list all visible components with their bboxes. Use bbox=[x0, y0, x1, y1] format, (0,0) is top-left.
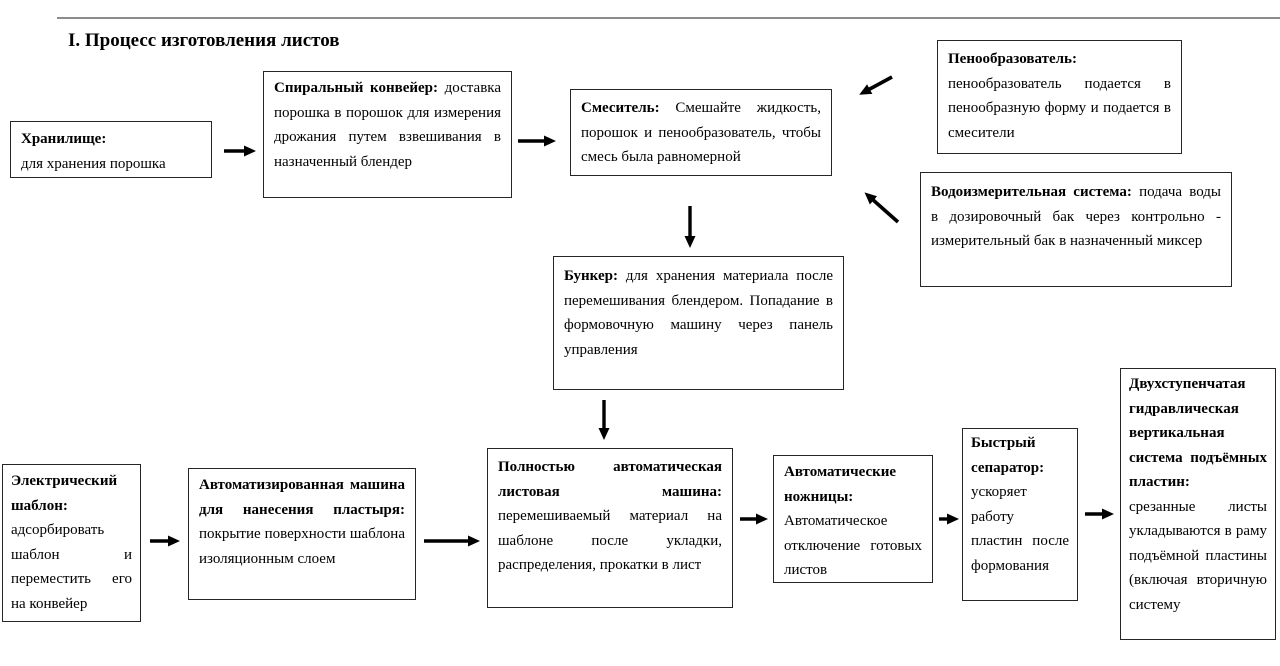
flowchart-box-hydraulic-system: Двухступенчатая гидравлическая вертикаль… bbox=[1120, 368, 1276, 640]
flowchart-box-hopper: Бункер: для хранения материала после пер… bbox=[553, 256, 844, 390]
box-body: ускоряет работу пластин после формования bbox=[971, 484, 1069, 574]
box-body: покрытие поверхности шаблона изоляционны… bbox=[199, 526, 405, 567]
box-body: подача воды в дозировочный бак через кон… bbox=[931, 184, 1221, 249]
top-divider-line bbox=[57, 17, 1280, 19]
flowchart-box-foaming-agent: Пенообразователь: пенообразователь подае… bbox=[937, 40, 1182, 154]
box-title: Двухступенчатая гидравлическая вертикаль… bbox=[1129, 376, 1267, 490]
box-title: Автоматические ножницы: bbox=[784, 464, 897, 505]
box-body: перемешиваемый материал на шаблоне после… bbox=[498, 508, 722, 573]
box-title: Полностью автоматическая листовая машина… bbox=[498, 459, 722, 500]
box-title: Спиральный конвейер: bbox=[274, 80, 439, 96]
box-body: доставка порошка в порошок для измерения… bbox=[274, 80, 502, 170]
box-title: Пенообразователь: bbox=[948, 51, 1077, 67]
box-body: адсорбировать шаблон и переместить его н… bbox=[11, 522, 132, 612]
page-title: I. Процесс изготовления листов bbox=[68, 30, 340, 51]
flowchart-box-fast-separator: Быстрый сепаратор: ускоряет работу пласт… bbox=[962, 428, 1078, 601]
box-title: Электрический шаблон: bbox=[11, 473, 118, 514]
flowchart-box-mixer: Смеситель: Смешайте жидкость, порошок и … bbox=[570, 89, 832, 176]
box-title: Хранилище: bbox=[21, 131, 107, 147]
arrow-water-to-mixer-icon bbox=[864, 192, 900, 224]
box-body: Смешайте жидкость, порошок и пенообразов… bbox=[581, 100, 821, 165]
flowchart-box-water-metering: Водоизмерительная система: подача воды в… bbox=[920, 172, 1232, 287]
box-body: Автоматическое отключение готовых листов bbox=[784, 513, 922, 578]
box-body: для хранения материала после перемешиван… bbox=[564, 268, 833, 358]
box-title: Быстрый сепаратор: bbox=[971, 435, 1045, 476]
flowchart-box-auto-scissors: Автоматические ножницы: Автоматическое о… bbox=[773, 455, 933, 583]
flowchart-box-spiral-conveyor: Спиральный конвейер: доставка порошка в … bbox=[263, 71, 512, 198]
flowchart-box-storage: Хранилище: для хранения порошка bbox=[10, 121, 212, 178]
box-title: Смеситель: bbox=[581, 100, 660, 116]
box-body: пенообразователь подается в пенообразную… bbox=[948, 75, 1171, 141]
box-body: для хранения порошка bbox=[21, 155, 166, 172]
flowchart-box-electric-template: Электрический шаблон: адсорбировать шабл… bbox=[2, 464, 141, 622]
flowchart-box-sheet-machine: Полностью автоматическая листовая машина… bbox=[487, 448, 733, 608]
box-body: срезанные листы укладываются в раму подъ… bbox=[1129, 498, 1267, 613]
box-title: Бункер: bbox=[564, 268, 618, 284]
arrow-foam-to-mixer-icon bbox=[859, 75, 893, 95]
box-title: Автоматизированная машина для нанесения … bbox=[199, 477, 405, 518]
flowchart-box-paster-machine: Автоматизированная машина для нанесения … bbox=[188, 468, 416, 600]
box-title: Водоизмерительная система: bbox=[931, 184, 1132, 200]
